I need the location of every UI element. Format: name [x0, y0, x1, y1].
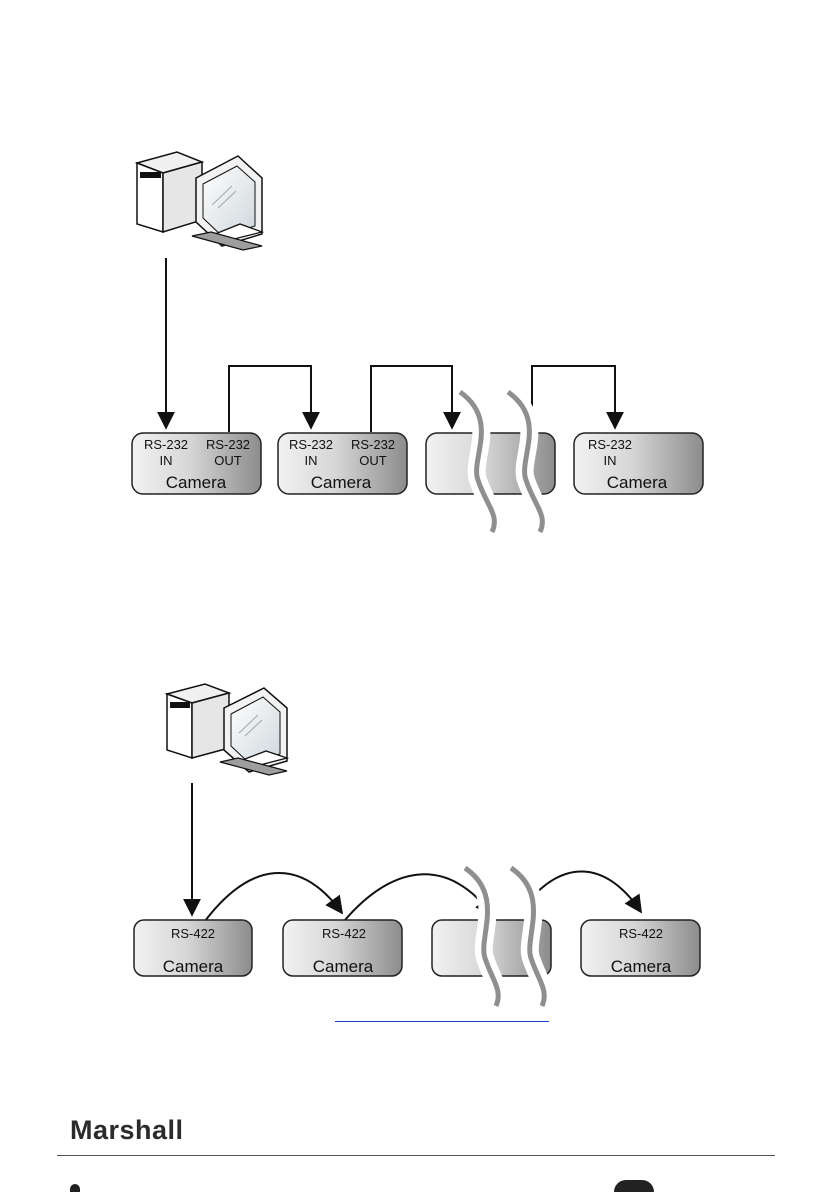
- chain-to-last-camera-line: [532, 366, 615, 432]
- port-sub-label: IN: [604, 453, 617, 468]
- camera2-to-chain-line: [371, 366, 452, 432]
- port-label: RS-232: [206, 437, 250, 452]
- port-label: RS-422: [322, 926, 366, 941]
- port-label: RS-232: [144, 437, 188, 452]
- camera-label: Camera: [163, 957, 224, 976]
- rs422-diagram: RS-422 Camera RS-422 Camera RS-422 Camer…: [134, 684, 700, 1006]
- footer-divider: [57, 1155, 775, 1156]
- camera-label: Camera: [166, 473, 227, 492]
- camera-box: RS-422 Camera: [581, 920, 700, 976]
- computer-icon: [137, 152, 262, 250]
- link-underline[interactable]: [335, 1021, 549, 1022]
- computer-icon: [167, 684, 287, 775]
- port-label: RS-422: [619, 926, 663, 941]
- camera-box: RS-232 IN RS-232 OUT Camera: [132, 433, 261, 494]
- port-sub-label: IN: [305, 453, 318, 468]
- camera1-to-camera2-curve: [205, 873, 342, 921]
- brand-logo: Marshall: [70, 1115, 184, 1146]
- camera-box: RS-422 Camera: [134, 920, 252, 976]
- camera-label: Camera: [611, 957, 672, 976]
- port-sub-label: OUT: [214, 453, 242, 468]
- page-edge-mark: [614, 1180, 654, 1192]
- port-label: RS-232: [351, 437, 395, 452]
- port-label: RS-232: [289, 437, 333, 452]
- camera-label: Camera: [313, 957, 374, 976]
- camera-box: RS-232 IN RS-232 OUT Camera: [278, 433, 407, 494]
- chain-continuation-box: [426, 392, 555, 532]
- rs232-diagram: RS-232 IN RS-232 OUT Camera RS-232 IN RS…: [132, 152, 703, 532]
- port-sub-label: OUT: [359, 453, 387, 468]
- port-label: RS-422: [171, 926, 215, 941]
- camera-box: RS-422 Camera: [283, 920, 402, 976]
- camera1-to-camera2-line: [229, 366, 311, 432]
- page-edge-mark: [70, 1184, 80, 1192]
- camera-box: RS-232 IN Camera: [574, 433, 703, 494]
- chain-to-last-camera-curve: [525, 871, 641, 912]
- port-sub-label: IN: [160, 453, 173, 468]
- port-label: RS-232: [588, 437, 632, 452]
- chain-continuation-box: [432, 868, 551, 1006]
- camera-label: Camera: [607, 473, 668, 492]
- camera-label: Camera: [311, 473, 372, 492]
